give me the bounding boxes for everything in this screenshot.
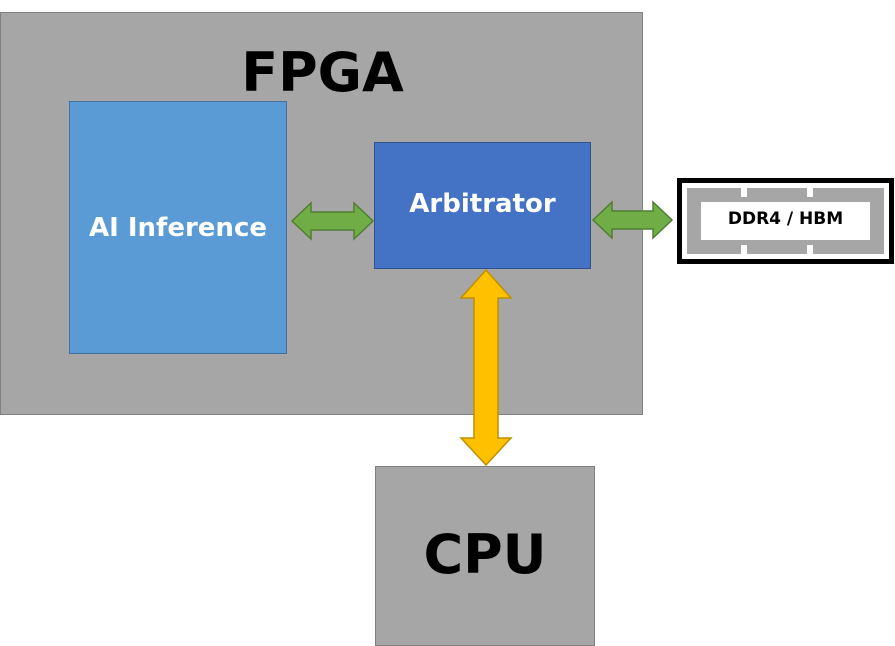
ai-inference-label: AI Inference [89,213,267,243]
memory-module: DDR4 / HBM [677,178,894,264]
arbitrator-label: Arbitrator [409,189,556,219]
arbitrator-block: Arbitrator [374,142,591,269]
arbitrator-cpu-arrow [459,268,513,467]
memory-notch-top [807,188,813,197]
memory-notch-bottom [741,245,747,254]
ai-arbitrator-arrow [290,201,375,241]
cpu-block: CPU [375,466,595,646]
cpu-label: CPU [423,523,547,586]
memory-notch-bottom [807,245,813,254]
memory-notch-top [741,188,747,197]
memory-label: DDR4 / HBM [701,202,870,240]
fpga-title: FPGA [241,41,404,104]
memory-module-body: DDR4 / HBM [687,188,884,254]
arbitrator-memory-arrow [591,200,674,240]
ai-inference-block: AI Inference [69,101,287,354]
